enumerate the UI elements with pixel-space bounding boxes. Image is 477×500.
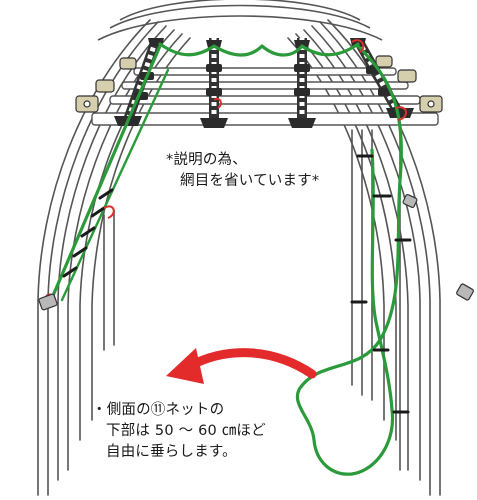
side-net-note-line-1: ・側面の⑪ネットの bbox=[92, 402, 225, 418]
horizontal-purlins bbox=[91, 67, 439, 126]
side-net-note-line-3: 自由に垂らします。 bbox=[106, 444, 237, 461]
net-cord bbox=[50, 42, 403, 476]
side-net-note: ・側面の⑪ネットの 下部は 50 〜 60 ㎝ほど 自由に垂らします。 bbox=[92, 400, 266, 463]
arch-crown bbox=[97, 0, 383, 41]
omission-note-line-2: 網目を省いています* bbox=[180, 173, 320, 190]
side-net-note-line-2: 下部は 50 〜 60 ㎝ほど bbox=[106, 423, 266, 440]
pole-cluster-2 bbox=[288, 38, 316, 128]
red-arrow bbox=[166, 348, 317, 384]
omission-note: *説明の為、 網目を省いています* bbox=[166, 150, 319, 192]
corner-joints bbox=[75, 55, 443, 113]
roof-pole-clusters bbox=[114, 37, 414, 128]
side-cable-ties bbox=[62, 154, 412, 414]
purlin-clips bbox=[134, 64, 392, 100]
pole-cluster-1 bbox=[200, 38, 228, 128]
side-hardware bbox=[38, 193, 474, 311]
omission-note-line-1: *説明の為、 bbox=[166, 152, 247, 168]
